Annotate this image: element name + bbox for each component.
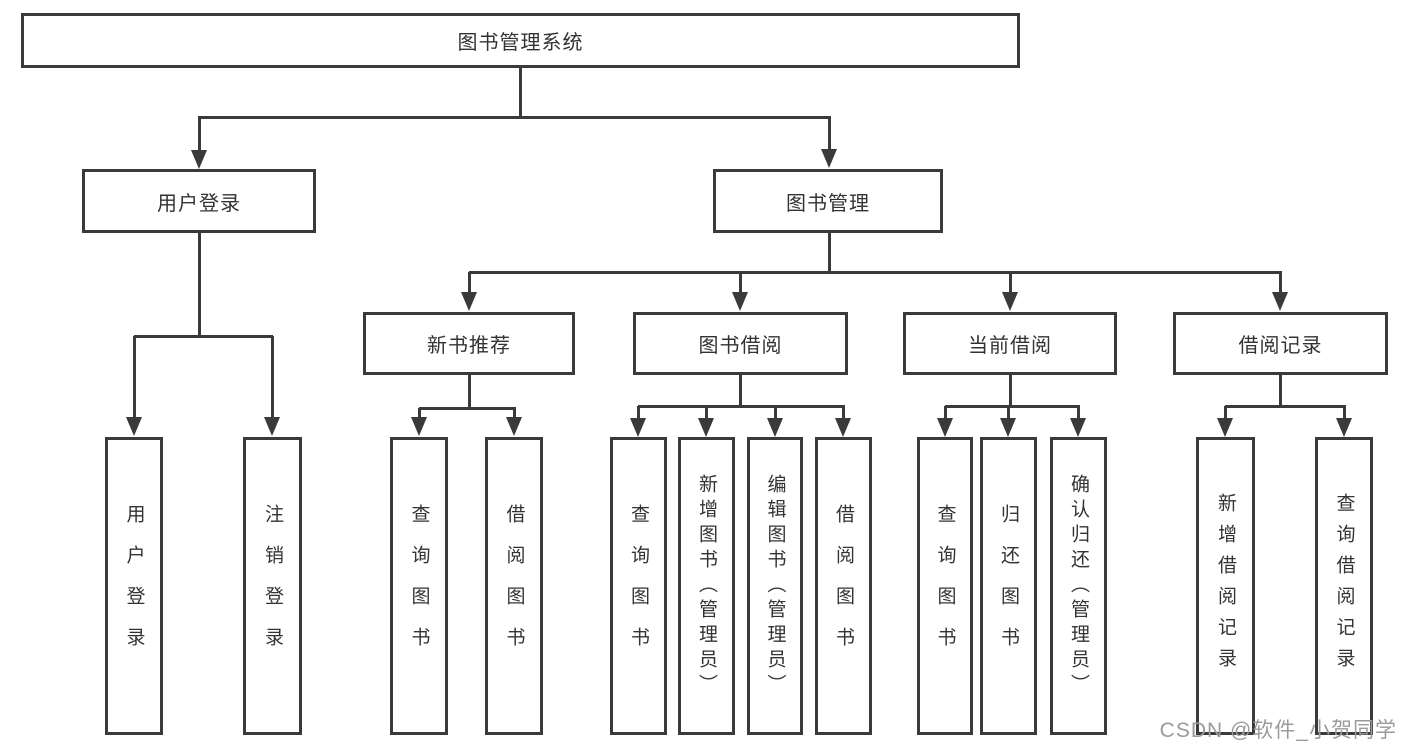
leaf-current-return-books: 归还图书 xyxy=(980,437,1037,735)
leaf-borrowing-query-books: 查询图书 xyxy=(610,437,667,735)
leaf-records-query-borrow-record: 查询借阅记录 xyxy=(1315,437,1373,735)
connector-line xyxy=(271,336,274,422)
node-borrowing-records: 借阅记录 xyxy=(1173,312,1388,375)
connector-line xyxy=(513,408,516,422)
leaf-current-confirm-return-admin: 确认归还（管理员） xyxy=(1050,437,1107,735)
arrow-down-icon xyxy=(1002,292,1018,311)
leaf-label: 借阅图书 xyxy=(833,504,854,668)
connector-line xyxy=(468,375,471,409)
leaf-borrowing-edit-books-admin: 编辑图书（管理员） xyxy=(747,437,803,735)
connector-line xyxy=(1077,406,1080,423)
connector-line xyxy=(828,117,831,154)
leaf-recommend-borrow-books: 借阅图书 xyxy=(485,437,543,735)
connector-line xyxy=(944,406,947,423)
connector-line xyxy=(418,408,421,422)
connector-line xyxy=(469,271,1282,274)
arrow-down-icon xyxy=(1070,418,1086,437)
arrow-down-icon xyxy=(411,417,427,436)
arrow-down-icon xyxy=(1000,418,1016,437)
leaf-label: 新增借阅记录 xyxy=(1215,493,1236,679)
leaf-current-query-books: 查询图书 xyxy=(917,437,973,735)
arrow-down-icon xyxy=(698,418,714,437)
arrow-down-icon xyxy=(264,417,280,436)
connector-line xyxy=(1343,406,1346,423)
leaf-label: 借阅图书 xyxy=(503,504,525,668)
watermark: CSDN @软件_小贺同学 xyxy=(1159,719,1397,742)
arrow-down-icon xyxy=(126,417,142,436)
connector-line xyxy=(1009,272,1012,297)
arrow-down-icon xyxy=(937,418,953,437)
connector-line xyxy=(1224,406,1227,423)
connector-line xyxy=(198,116,831,119)
connector-line xyxy=(637,406,640,423)
arrow-down-icon xyxy=(191,150,207,169)
leaf-label: 查询借阅记录 xyxy=(1333,493,1355,679)
leaf-label: 确认归还（管理员） xyxy=(1068,473,1089,699)
connector-line xyxy=(1009,375,1012,407)
connector-line xyxy=(468,272,471,297)
node-current-borrowing: 当前借阅 xyxy=(903,312,1117,375)
arrow-down-icon xyxy=(630,418,646,437)
connector-line xyxy=(1279,272,1282,297)
connector-line xyxy=(198,233,201,337)
connector-line xyxy=(638,405,845,408)
leaf-recommend-query-books: 查询图书 xyxy=(390,437,448,735)
node-new-book-recommend: 新书推荐 xyxy=(363,312,575,375)
arrow-down-icon xyxy=(732,292,748,311)
node-book-management: 图书管理 xyxy=(713,169,943,233)
leaf-label: 查询图书 xyxy=(408,504,430,668)
connector-line xyxy=(134,335,273,338)
arrow-down-icon xyxy=(1336,418,1352,437)
connector-line xyxy=(739,375,742,407)
connector-line xyxy=(739,272,742,297)
connector-line xyxy=(133,336,136,422)
leaf-logout: 注销登录 xyxy=(243,437,302,735)
connector-line xyxy=(705,406,708,423)
node-book-borrowing: 图书借阅 xyxy=(633,312,848,375)
leaf-user-login: 用户登录 xyxy=(105,437,163,735)
arrow-down-icon xyxy=(835,418,851,437)
arrow-down-icon xyxy=(506,417,522,436)
connector-line xyxy=(1225,405,1346,408)
arrow-down-icon xyxy=(461,292,477,311)
leaf-label: 编辑图书（管理员） xyxy=(764,473,786,699)
node-library-management-system: 图书管理系统 xyxy=(21,13,1020,68)
connector-line xyxy=(828,232,831,273)
leaf-label: 新增图书（管理员） xyxy=(696,473,717,699)
leaf-label: 查询图书 xyxy=(934,504,956,668)
node-user-login: 用户登录 xyxy=(82,169,316,233)
leaf-records-add-borrow-record: 新增借阅记录 xyxy=(1196,437,1255,735)
connector-line xyxy=(419,407,516,410)
leaf-borrowing-borrow-books: 借阅图书 xyxy=(815,437,872,735)
connector-line xyxy=(1279,375,1282,407)
arrow-down-icon xyxy=(1217,418,1233,437)
leaf-label: 注销登录 xyxy=(262,504,283,668)
arrow-down-icon xyxy=(1272,292,1288,311)
connector-line xyxy=(945,405,1080,408)
arrow-down-icon xyxy=(821,149,837,168)
connector-line xyxy=(774,406,777,423)
leaf-label: 归还图书 xyxy=(998,504,1019,668)
connector-line xyxy=(198,117,201,155)
connector-line xyxy=(519,68,522,117)
leaf-borrowing-add-books-admin: 新增图书（管理员） xyxy=(678,437,735,735)
leaf-label: 用户登录 xyxy=(123,504,145,668)
connector-line xyxy=(1007,406,1010,423)
connector-line xyxy=(842,406,845,423)
leaf-label: 查询图书 xyxy=(628,504,649,668)
arrow-down-icon xyxy=(767,418,783,437)
